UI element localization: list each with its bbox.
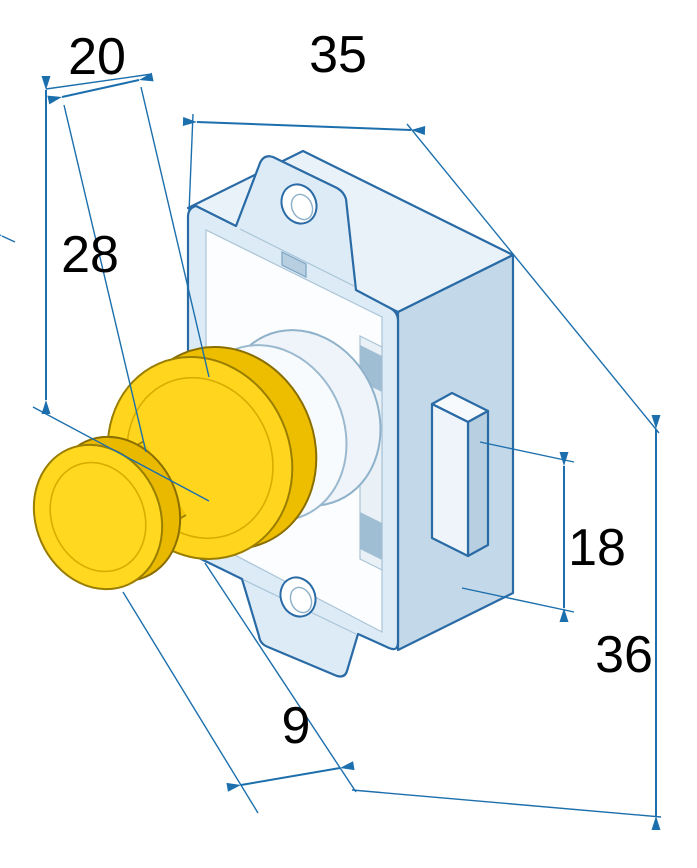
ext-line-18-top <box>479 441 575 463</box>
latch-assembly <box>32 149 515 678</box>
bolt-right-face <box>466 409 490 558</box>
ext-line-20-b <box>140 86 210 378</box>
dimension-extension-lines <box>0 73 662 818</box>
ext-line-36-bottom <box>351 789 662 818</box>
bolt-front-face <box>430 402 470 558</box>
ext-line-9-right <box>204 562 357 793</box>
plate-notch <box>281 251 307 278</box>
dimension-line-20 <box>47 72 154 105</box>
knob-cap-ring <box>49 461 147 573</box>
top-ear-crease <box>239 228 355 287</box>
push-button-knob <box>32 329 382 591</box>
screw-hole-bottom-countersink <box>289 586 313 614</box>
ext-line-28-bottom <box>32 406 210 502</box>
dimension-label-28: 28 <box>61 226 119 284</box>
latch-bolt <box>430 391 490 558</box>
dimension-line-35 <box>182 116 426 136</box>
dimension-label-9: 9 <box>282 697 311 755</box>
dimension-top-left: 20 <box>47 28 154 105</box>
clipped-dimension-arrow <box>0 226 16 243</box>
ext-line-18-bottom <box>461 587 575 613</box>
dimension-bottom: 9 <box>226 697 355 792</box>
dimension-left: 28 <box>41 76 119 414</box>
screw-hole-top <box>280 183 318 225</box>
ext-line-9-left <box>122 591 259 814</box>
dimension-label-18: 18 <box>568 519 626 577</box>
screw-hole-bottom <box>279 576 317 618</box>
dimension-label-20: 20 <box>68 28 126 86</box>
dimension-right-outer: 36 <box>595 415 661 830</box>
ext-line-20-a <box>63 104 147 453</box>
dimension-right-inner: 18 <box>559 452 626 622</box>
screw-hole-top-countersink <box>290 193 314 221</box>
dimension-top: 35 <box>182 26 426 136</box>
ext-line-35-36-diagonal <box>406 123 660 434</box>
dimension-line-9 <box>226 761 355 792</box>
ext-line-35-left <box>188 113 194 213</box>
dimension-label-36: 36 <box>595 626 653 684</box>
slot-tab-bottom <box>360 512 382 560</box>
dimension-label-35: 35 <box>309 26 367 84</box>
